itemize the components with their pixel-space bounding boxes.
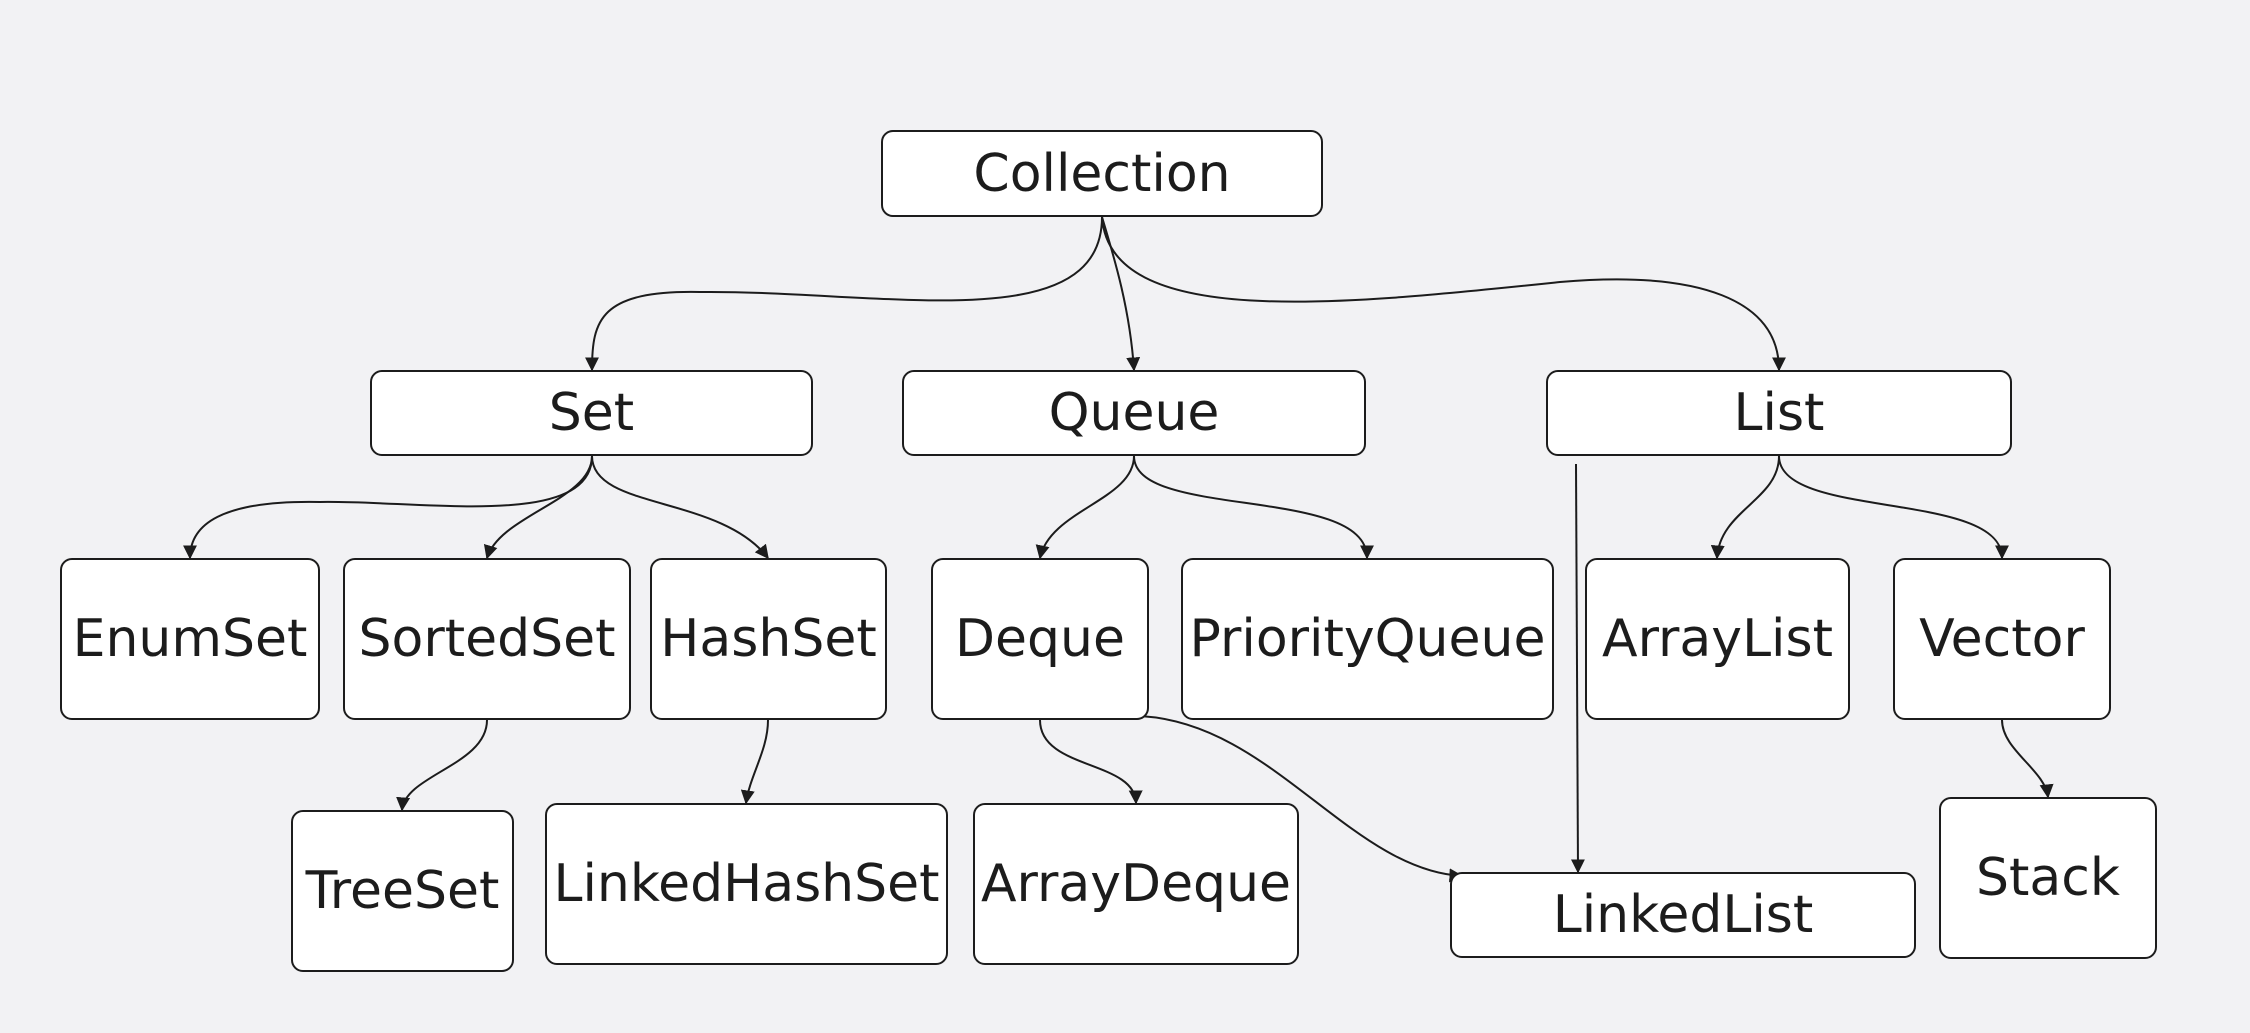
edge-hashset-linkedhashset (740, 719, 769, 805)
node-queue: Queue (902, 370, 1366, 456)
node-list: List (1546, 370, 2012, 456)
edge-queue-priorityqueue (1133, 455, 1374, 560)
edge-list-vector (1778, 455, 2009, 560)
node-arraylist: ArrayList (1585, 558, 1850, 720)
edge-list-linkedlist (1570, 463, 1585, 874)
node-collection: Collection (881, 130, 1323, 217)
edge-collection-queue (1101, 216, 1141, 372)
node-sortedset: SortedSet (343, 558, 631, 720)
node-arraydeque: ArrayDeque (973, 803, 1299, 965)
edge-deque-arraydeque (1039, 719, 1143, 805)
edge-collection-list (1101, 216, 1786, 372)
edge-set-sortedset (483, 455, 593, 560)
node-priorityqueue: PriorityQueue (1181, 558, 1554, 720)
edge-deque-linkedlist (1136, 715, 1464, 883)
edge-list-arraylist (1710, 455, 1780, 560)
edge-set-hashset (591, 455, 769, 560)
edge-collection-set (585, 216, 1103, 372)
node-hashset: HashSet (650, 558, 887, 720)
node-deque: Deque (931, 558, 1149, 720)
edge-set-enumset (183, 455, 593, 560)
node-linkedlist: LinkedList (1450, 872, 1916, 958)
node-enumset: EnumSet (60, 558, 320, 720)
edge-queue-deque (1035, 455, 1135, 560)
node-treeset: TreeSet (291, 810, 514, 972)
node-set: Set (370, 370, 813, 456)
node-vector: Vector (1893, 558, 2111, 720)
node-stack: Stack (1939, 797, 2157, 959)
edge-sortedset-treeset (396, 719, 488, 812)
edge-vector-stack (2001, 719, 2054, 799)
node-linkedhashset: LinkedHashSet (545, 803, 948, 965)
